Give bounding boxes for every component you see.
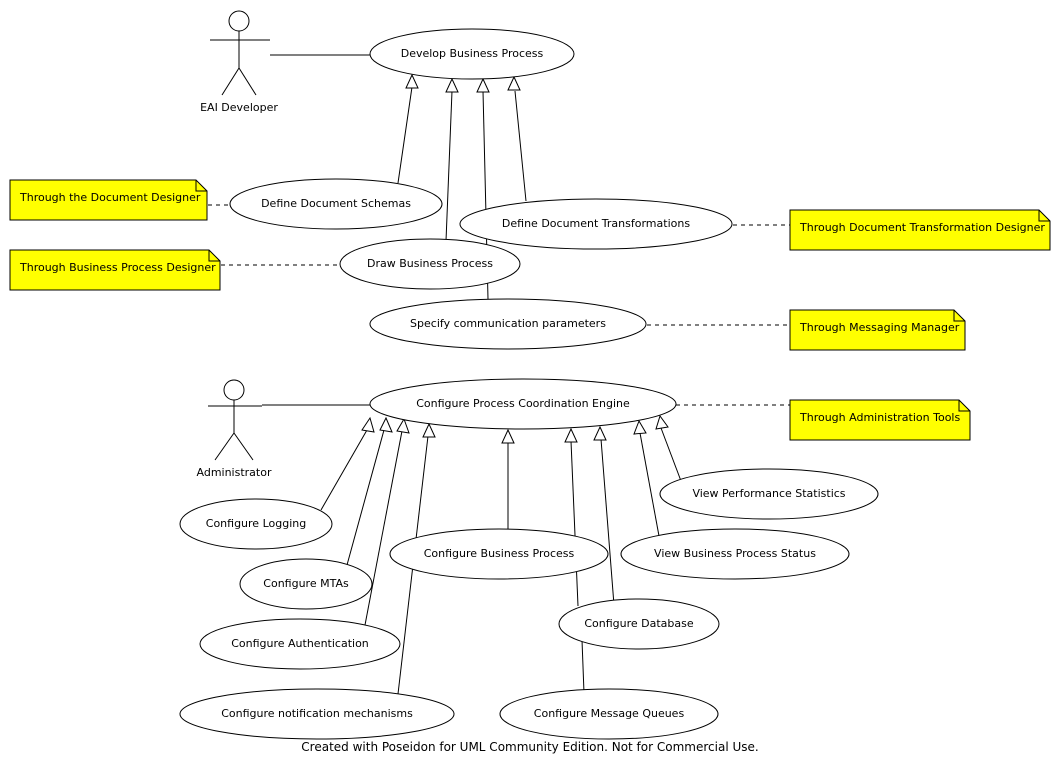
use-case-label: Draw Business Process xyxy=(367,257,493,270)
use-case-configure-authentication[interactable]: Configure Authentication xyxy=(199,618,401,670)
actor-right-leg xyxy=(233,432,254,461)
use-case-label: View Performance Statistics xyxy=(692,487,845,500)
actor-label: Administrator xyxy=(197,466,272,479)
generalization-configure-authentication xyxy=(364,430,403,626)
use-case-label: Develop Business Process xyxy=(401,47,544,60)
actor-left-leg xyxy=(214,432,235,461)
note-administration-tools[interactable]: Through Administration Tools xyxy=(789,399,971,441)
use-case-label: Define Document Schemas xyxy=(261,197,411,210)
use-case-configure-logging[interactable]: Configure Logging xyxy=(179,498,333,550)
actor-head-icon xyxy=(228,10,250,32)
arrowhead xyxy=(361,416,375,433)
use-case-label: Define Document Transformations xyxy=(502,217,690,230)
use-case-configure-database[interactable]: Configure Database xyxy=(558,598,720,650)
use-case-develop-business-process[interactable]: Develop Business Process xyxy=(369,28,575,80)
use-case-configure-notification-mechanisms[interactable]: Configure notification mechanisms xyxy=(179,688,455,740)
arrowhead xyxy=(655,414,669,430)
arrowhead xyxy=(564,427,578,443)
use-case-configure-process-coordination-engine[interactable]: Configure Process Coordination Engine xyxy=(369,378,677,430)
generalization-define-transformations xyxy=(514,90,527,202)
actor-left-leg xyxy=(221,67,240,96)
use-case-label: Configure Business Process xyxy=(424,547,575,560)
note-label: Through Administration Tools xyxy=(799,411,960,424)
note-business-process-designer[interactable]: Through Business Process Designer xyxy=(9,249,221,291)
use-case-label: Configure Authentication xyxy=(231,637,369,650)
use-case-view-performance-statistics[interactable]: View Performance Statistics xyxy=(659,468,879,520)
arrowhead xyxy=(476,77,490,93)
arrowhead xyxy=(507,75,521,91)
actor-eai-developer[interactable]: EAI Developer xyxy=(200,10,278,114)
generalization-configure-database xyxy=(570,440,579,607)
arrowhead xyxy=(405,73,419,89)
generalization-view-process-status xyxy=(639,432,660,537)
use-case-view-business-process-status[interactable]: View Business Process Status xyxy=(620,528,850,580)
use-case-label: View Business Process Status xyxy=(654,547,816,560)
generalization-configure-message-queues-link xyxy=(581,639,585,694)
use-case-label: Configure Process Coordination Engine xyxy=(416,397,630,410)
use-case-label: Specify communication parameters xyxy=(410,317,606,330)
actor-right-leg xyxy=(238,67,257,96)
footer-credit: Created with Poseidon for UML Community … xyxy=(301,740,758,754)
arrowhead xyxy=(422,422,436,438)
generalization-define-schemas xyxy=(397,86,413,184)
use-case-define-document-schemas[interactable]: Define Document Schemas xyxy=(229,178,443,230)
note-document-designer[interactable]: Through the Document Designer xyxy=(9,179,208,221)
use-case-label: Configure MTAs xyxy=(263,577,349,590)
note-label: Through Document Transformation Designer xyxy=(799,221,1045,234)
generalization-view-performance xyxy=(660,427,682,482)
use-case-label: Configure Message Queues xyxy=(534,707,685,720)
generalization-draw-process xyxy=(445,90,453,242)
generalization-configure-message-queues xyxy=(600,438,615,606)
use-case-configure-business-process[interactable]: Configure Business Process xyxy=(389,528,609,580)
actor-administrator[interactable]: Administrator xyxy=(197,379,272,479)
note-label: Through the Document Designer xyxy=(19,191,201,204)
note-label: Through Business Process Designer xyxy=(19,261,216,274)
generalization-configure-mtas xyxy=(346,429,385,566)
generalization-configure-logging xyxy=(320,429,368,511)
use-case-define-document-transformations[interactable]: Define Document Transformations xyxy=(459,198,733,250)
use-case-label: Configure Logging xyxy=(206,517,306,530)
arrowhead xyxy=(501,428,515,444)
use-case-draw-business-process[interactable]: Draw Business Process xyxy=(339,238,521,290)
actor-label: EAI Developer xyxy=(200,101,278,114)
arrowhead xyxy=(396,417,410,434)
note-label: Through Messaging Manager xyxy=(799,321,960,334)
arrowhead xyxy=(633,419,647,435)
actor-head-icon xyxy=(223,379,245,401)
arrowhead xyxy=(379,416,393,433)
use-case-label: Configure notification mechanisms xyxy=(221,707,413,720)
note-document-transformation-designer[interactable]: Through Document Transformation Designer xyxy=(789,209,1051,251)
use-case-specify-communication-parameters[interactable]: Specify communication parameters xyxy=(369,298,647,350)
arrowhead xyxy=(593,425,607,441)
arrowhead xyxy=(445,77,459,93)
use-case-label: Configure Database xyxy=(584,617,694,630)
use-case-configure-message-queues[interactable]: Configure Message Queues xyxy=(499,688,719,740)
use-case-configure-mtas[interactable]: Configure MTAs xyxy=(239,558,373,610)
note-messaging-manager[interactable]: Through Messaging Manager xyxy=(789,309,966,351)
